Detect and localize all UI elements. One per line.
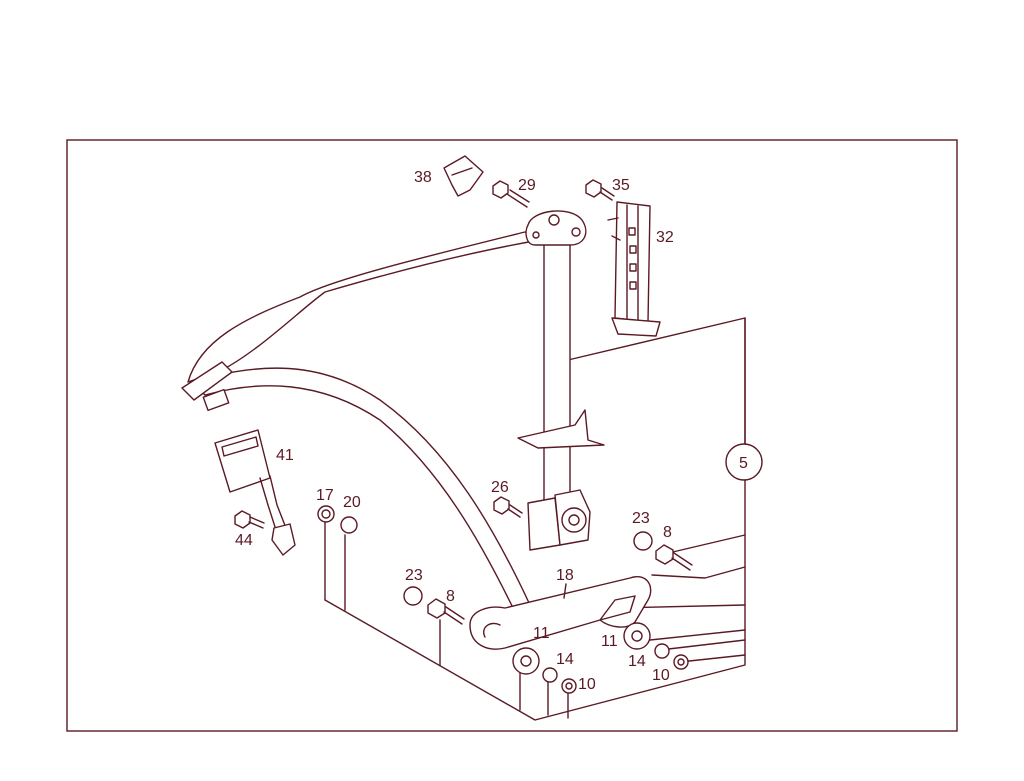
callout-26: 26 [491,479,509,496]
callout-17: 17 [316,487,334,504]
callout-35: 35 [612,177,630,194]
height-adjuster-rail [607,201,661,337]
cap-20 [340,516,358,534]
clip-part [443,155,484,197]
callout-23-right: 23 [632,510,650,527]
bolt-35 [585,179,615,201]
bolt-44 [234,510,265,529]
callout-29: 29 [518,177,536,194]
nut-10-right [673,654,689,670]
anchor-rail [469,576,652,650]
callout-14-right: 14 [628,653,646,670]
callout-11-left: 11 [533,625,550,642]
bolt-8-left [427,598,465,625]
ring-14-right [654,643,670,659]
callout-14-left: 14 [556,651,574,668]
leader-18 [563,583,567,599]
callout-18: 18 [556,567,574,584]
callout-10-left: 10 [578,676,596,693]
bolt-8-right [655,544,693,571]
belt-webbing [181,231,541,613]
bolt-26 [493,496,523,518]
seat-belt-buckle [214,429,296,556]
callout-5: 5 [739,455,748,472]
bolt-29 [492,180,530,208]
spacer-23-left [403,586,423,606]
washer-17 [317,505,335,523]
callout-11-right: 11 [601,633,618,650]
callout-10-right: 10 [652,667,670,684]
callout-5-circle [725,443,763,481]
callout-8-left: 8 [446,588,455,605]
callout-20: 20 [343,494,361,511]
belt-retractor [527,489,591,551]
washer-11-left [512,647,540,675]
callout-44: 44 [235,532,253,549]
callout-41: 41 [276,447,294,464]
spacer-23-right [633,531,653,551]
washer-11-right [623,622,651,650]
callout-23-left: 23 [405,567,423,584]
belt-guide [517,409,605,449]
callout-32: 32 [656,229,674,246]
callout-8-right: 8 [663,524,672,541]
ring-14-left [542,667,558,683]
callout-38: 38 [414,169,432,186]
diagram-frame [66,139,958,732]
nut-10-left [561,678,577,694]
